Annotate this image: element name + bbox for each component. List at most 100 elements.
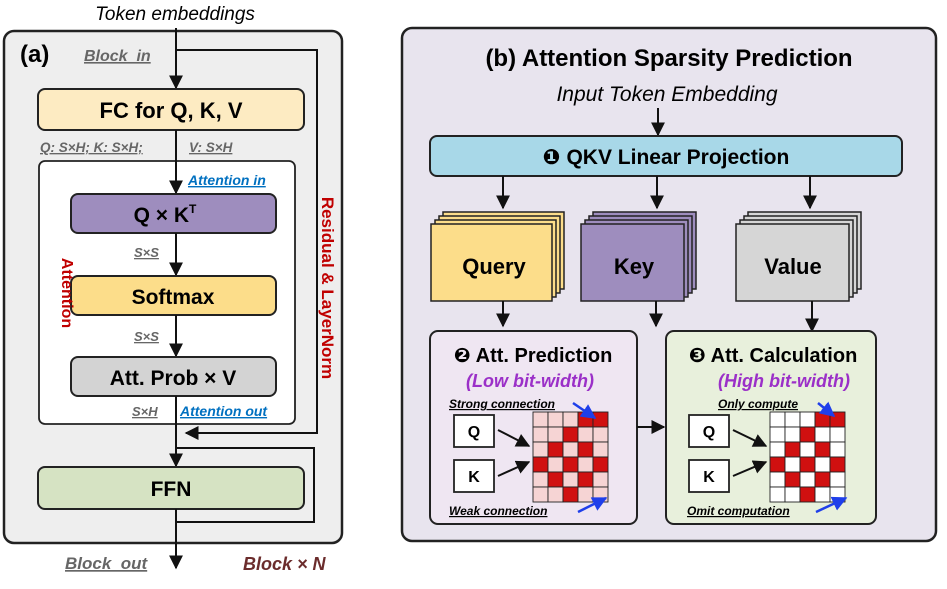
omit-computation-label: Omit computation xyxy=(687,504,790,518)
att-prob-label: Att. Prob × V xyxy=(110,367,237,390)
qk-main-text: Q × K xyxy=(134,204,189,227)
block-in-label: Block_in xyxy=(84,48,151,65)
sxs-label-2: S×S xyxy=(134,329,159,344)
calculation-matrix-cell xyxy=(829,456,846,473)
token-embeddings-label: Token embeddings xyxy=(95,4,255,25)
attention-out-label: Attention out xyxy=(179,403,268,419)
panel-a-label: (a) xyxy=(20,41,49,68)
prediction-matrix-cell xyxy=(562,486,579,503)
calculation-matrix-cell xyxy=(769,411,786,428)
calculation-matrix-cell xyxy=(784,441,801,458)
prediction-matrix-cell xyxy=(562,441,579,458)
calculation-matrix-cell xyxy=(799,441,816,458)
step3-number: ❸ xyxy=(689,345,706,367)
calculation-matrix-cell xyxy=(784,471,801,488)
prediction-matrix-cell xyxy=(592,441,609,458)
only-compute-label: Only compute xyxy=(718,397,798,411)
step2-text: Att. Prediction xyxy=(476,345,613,367)
query-label: Query xyxy=(462,254,526,279)
prediction-matrix-cell xyxy=(532,441,549,458)
arrow-pred-q xyxy=(497,429,531,447)
prediction-matrix-cell xyxy=(592,426,609,443)
softmax-box xyxy=(70,275,277,316)
prediction-matrix-cell xyxy=(532,411,549,428)
calculation-matrix-cell xyxy=(769,486,786,503)
prediction-matrix-cell xyxy=(577,441,594,458)
calculation-matrix-cell xyxy=(784,486,801,503)
pred-k-box xyxy=(453,459,495,493)
calculation-matrix-cell xyxy=(814,456,831,473)
prediction-matrix-cell xyxy=(547,471,564,488)
attention-side-label: Attention xyxy=(58,258,75,328)
prediction-matrix-cell xyxy=(532,486,549,503)
softmax-label: Softmax xyxy=(132,286,215,309)
block-n-label: Block × N xyxy=(243,554,327,574)
residual-path-2 xyxy=(176,447,315,523)
sxs-label-1: S×S xyxy=(134,245,159,260)
prediction-matrix-cell xyxy=(532,471,549,488)
calculation-matrix-cell xyxy=(799,456,816,473)
att-calculation-sub: (High bit-width) xyxy=(718,371,850,391)
calculation-matrix-cell xyxy=(769,456,786,473)
calculation-matrix-cell xyxy=(784,411,801,428)
panel-b: (b) Attention Sparsity Prediction Input … xyxy=(400,26,938,543)
calculation-matrix-cell xyxy=(784,456,801,473)
arrow-calc-q xyxy=(732,429,768,447)
weak-pointer-arrow xyxy=(577,496,608,514)
arrow-pred-k xyxy=(497,460,531,477)
residual-path-1 xyxy=(176,49,318,440)
calculation-matrix-cell xyxy=(784,426,801,443)
prediction-matrix-cell xyxy=(532,456,549,473)
prediction-matrix-cell xyxy=(592,411,609,428)
step3-text: Att. Calculation xyxy=(711,345,858,367)
step1-number: ❶ xyxy=(543,146,561,169)
prediction-matrix-cell xyxy=(547,456,564,473)
v-dims-label: V: S×H xyxy=(189,140,233,155)
calculation-matrix-cell xyxy=(814,441,831,458)
fc-qkv-label: FC for Q, K, V xyxy=(100,98,243,123)
arrow-calc-k xyxy=(732,460,768,477)
prediction-matrix xyxy=(532,411,609,503)
prediction-matrix-cell xyxy=(547,411,564,428)
att-prob-box xyxy=(70,356,277,397)
calculation-matrix-cell xyxy=(769,471,786,488)
qk-sup-text: T xyxy=(189,202,197,216)
key-stack xyxy=(580,211,697,302)
prediction-matrix-cell xyxy=(562,471,579,488)
calculation-matrix-cell xyxy=(814,471,831,488)
input-token-label: Input Token Embedding xyxy=(556,83,777,106)
block-out-label: Block_out xyxy=(65,554,149,573)
calculation-matrix-cell xyxy=(814,486,831,503)
calculation-matrix xyxy=(769,411,846,503)
ffn-box xyxy=(37,466,305,510)
calculation-matrix-cell xyxy=(799,471,816,488)
sxh-label: S×H xyxy=(132,404,158,419)
only-compute-pointer-arrow xyxy=(817,401,836,417)
qk-dims-label: Q: S×H; K: S×H; xyxy=(40,140,143,155)
panel-a: Token embeddings (a) Block_in FC for Q, … xyxy=(2,4,344,574)
prediction-matrix-cell xyxy=(562,411,579,428)
panel-b-title: (b) Attention Sparsity Prediction xyxy=(485,45,852,72)
pred-q-label: Q xyxy=(468,424,480,441)
calculation-matrix-cell xyxy=(799,411,816,428)
strong-connection-label: Strong connection xyxy=(449,397,555,411)
qkv-projection-box xyxy=(429,135,903,177)
step1-text: QKV Linear Projection xyxy=(566,146,789,169)
step2-number: ❷ xyxy=(454,345,471,367)
calc-q-label: Q xyxy=(703,424,715,441)
calculation-matrix-cell xyxy=(799,426,816,443)
calc-q-box xyxy=(688,414,730,448)
omit-pointer-arrow xyxy=(815,496,848,514)
calculation-matrix-cell xyxy=(799,486,816,503)
calc-k-label: K xyxy=(703,469,715,486)
prediction-matrix-cell xyxy=(547,426,564,443)
calculation-matrix-cell xyxy=(829,471,846,488)
prediction-matrix-cell xyxy=(562,426,579,443)
pred-k-label: K xyxy=(468,469,480,486)
query-stack xyxy=(430,211,565,302)
prediction-matrix-cell xyxy=(577,456,594,473)
prediction-matrix-cell xyxy=(592,471,609,488)
